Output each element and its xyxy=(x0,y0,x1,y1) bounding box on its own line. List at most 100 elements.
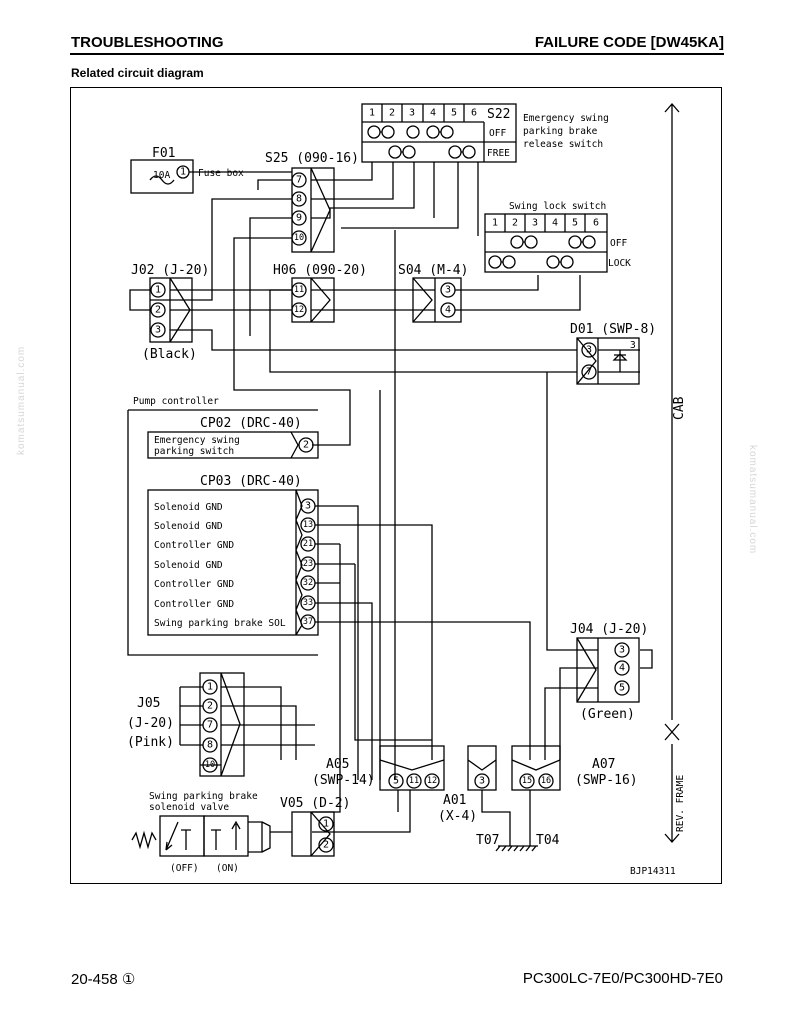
model-name: PC300LC-7E0/PC300HD-7E0 xyxy=(522,970,723,987)
cp03-row-label: Controller GND xyxy=(154,540,234,551)
j05-pin: 1 xyxy=(207,682,213,693)
pump-controller-label: Pump controller xyxy=(133,396,219,407)
cp03-pin: 23 xyxy=(303,559,313,569)
s25-pin-8: 8 xyxy=(296,194,302,205)
diagram-subtitle: Related circuit diagram xyxy=(71,66,204,80)
s22-pin-6: 6 xyxy=(471,108,477,119)
valve-on-label: (ON) xyxy=(216,863,239,874)
solenoid-valve-symbol xyxy=(131,815,271,857)
switch-S22 xyxy=(361,103,517,163)
rev-frame-label: REV. FRAME xyxy=(675,775,686,832)
connector-J02 xyxy=(129,277,193,343)
v05-pin-2: 2 xyxy=(323,840,329,851)
s04-pin-4: 4 xyxy=(445,305,451,316)
s22-pin-1: 1 xyxy=(369,108,375,119)
connector-A01 xyxy=(467,745,497,791)
cp02-label: CP02 (DRC-40) xyxy=(200,416,302,431)
j02-pin-3: 3 xyxy=(155,325,161,336)
a05-type: (SWP-14) xyxy=(312,773,375,788)
h06-pin-11: 11 xyxy=(294,285,304,295)
a05-label: A05 xyxy=(326,757,349,772)
cp03-row-label: Solenoid GND xyxy=(154,521,223,532)
cp03-pin: 13 xyxy=(303,520,313,530)
connector-A05 xyxy=(379,745,445,791)
s04-pin-3: 3 xyxy=(445,285,451,296)
swl-pin-4: 4 xyxy=(552,218,558,229)
a07-pin: 15 xyxy=(522,776,532,786)
ground-symbol xyxy=(495,840,538,852)
valve-desc-2: solenoid valve xyxy=(149,802,229,813)
cp03-label: CP03 (DRC-40) xyxy=(200,474,302,489)
s22-label: S22 xyxy=(487,107,510,122)
failure-code-title: FAILURE CODE [DW45KA] xyxy=(534,34,724,51)
connector-A07 xyxy=(511,745,561,791)
j04-pin-5: 5 xyxy=(619,683,625,694)
ground-t07: T07 xyxy=(476,833,499,848)
diode-D01 xyxy=(576,337,640,385)
s25-label: S25 (090-16) xyxy=(265,151,359,166)
connector-CP02 xyxy=(147,431,319,459)
swl-pin-5: 5 xyxy=(572,218,578,229)
j02-color: (Black) xyxy=(142,347,197,362)
drawing-number: BJP14311 xyxy=(630,866,676,877)
j04-color: (Green) xyxy=(580,707,635,722)
h06-pin-12: 12 xyxy=(294,305,304,315)
j05-color: (Pink) xyxy=(127,735,174,750)
j05-pin: 10 xyxy=(205,760,215,770)
connector-J04 xyxy=(576,637,640,703)
j02-pin-2: 2 xyxy=(155,305,161,316)
d01-pin-3: 3 xyxy=(586,345,592,356)
cp03-pin: 37 xyxy=(303,617,313,627)
d01-label: D01 (SWP-8) xyxy=(570,322,656,337)
swl-lock-label: LOCK xyxy=(608,258,631,269)
s25-pin-9: 9 xyxy=(296,213,302,224)
cp02-pin-2: 2 xyxy=(303,440,309,451)
s22-pin-5: 5 xyxy=(451,108,457,119)
header-rule xyxy=(70,53,724,55)
j04-label: J04 (J-20) xyxy=(570,622,648,637)
diagram-frame xyxy=(70,87,722,884)
s22-desc-2: parking brake xyxy=(523,126,598,137)
j02-label: J02 (J-20) xyxy=(131,263,209,278)
j05-pin: 7 xyxy=(207,720,213,731)
cp03-pin: 33 xyxy=(303,598,313,608)
a07-pin: 16 xyxy=(541,776,551,786)
valve-off-label: (OFF) xyxy=(170,863,199,874)
v05-pin-1: 1 xyxy=(323,819,329,830)
cp03-row-label: Swing parking brake SOL xyxy=(154,618,286,629)
j04-pin-4: 4 xyxy=(619,663,625,674)
wiring xyxy=(150,162,653,840)
f01-pin: 1 xyxy=(180,167,186,178)
s22-pin-2: 2 xyxy=(389,108,395,119)
swl-pin-3: 3 xyxy=(532,218,538,229)
swl-off-label: OFF xyxy=(610,238,627,249)
s22-off-label: OFF xyxy=(489,128,506,139)
swl-pin-1: 1 xyxy=(492,218,498,229)
s22-free-label: FREE xyxy=(487,148,510,159)
s22-pin-4: 4 xyxy=(430,108,436,119)
connector-CP03 xyxy=(147,489,319,636)
j02-pin-1: 1 xyxy=(155,285,161,296)
s25-pin-10: 10 xyxy=(294,233,304,243)
s22-pin-labels: 1 2 3 4 5 6 xyxy=(369,108,477,119)
j05-type: (J-20) xyxy=(127,716,174,731)
cp03-pin: 3 xyxy=(305,501,311,512)
swing-lock-switch xyxy=(484,213,608,273)
a01-label: A01 xyxy=(443,793,466,808)
j04-pin-3: 3 xyxy=(619,645,625,656)
swl-pin-6: 6 xyxy=(593,218,599,229)
a05-pin: 5 xyxy=(393,776,399,787)
a01-pin: 3 xyxy=(479,776,485,787)
s22-desc-3: release switch xyxy=(523,139,603,150)
ground-t04: T04 xyxy=(536,833,560,848)
pump-controller-box xyxy=(127,409,318,656)
connector-S25 xyxy=(291,167,335,253)
j05-pin: 8 xyxy=(207,740,213,751)
a07-type: (SWP-16) xyxy=(575,773,638,788)
cp03-row-label: Solenoid GND xyxy=(154,560,223,571)
cp03-row-label: Controller GND xyxy=(154,599,234,610)
a01-type: (X-4) xyxy=(438,809,477,824)
valve-desc-1: Swing parking brake xyxy=(149,791,258,802)
f01-label: F01 xyxy=(152,146,175,161)
